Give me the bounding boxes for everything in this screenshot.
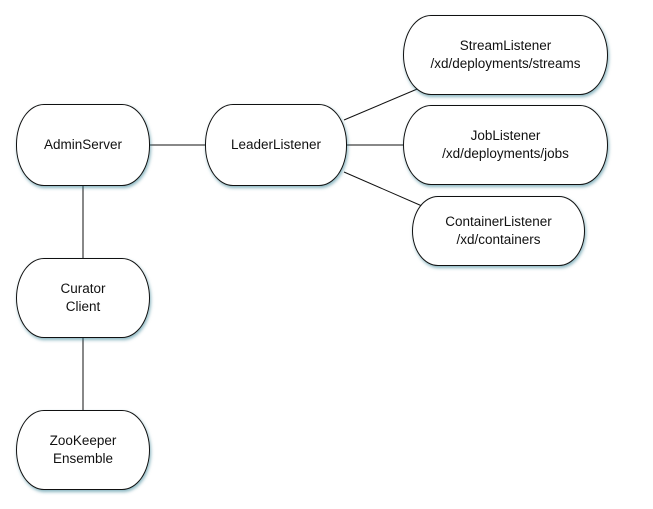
node-path: /xd/deployments/streams	[430, 56, 581, 71]
node-path: /xd/containers	[456, 232, 541, 247]
edge-leader-stream	[343, 86, 423, 121]
node-curator-client: Curator Client	[16, 258, 150, 338]
node-label-2: Client	[65, 299, 101, 314]
node-label-2: Ensemble	[52, 451, 114, 466]
node-label: AdminServer	[43, 137, 123, 152]
node-path: /xd/deployments/jobs	[442, 146, 569, 161]
node-container-listener: ContainerListener /xd/containers	[412, 196, 585, 266]
node-label: Curator	[60, 281, 106, 296]
node-job-listener: JobListener /xd/deployments/jobs	[403, 105, 608, 185]
node-label: StreamListener	[459, 38, 552, 53]
node-label: JobListener	[470, 128, 541, 143]
node-stream-listener: StreamListener /xd/deployments/streams	[403, 15, 608, 95]
node-admin-server: AdminServer	[16, 104, 150, 186]
edge-leader-container	[343, 171, 423, 207]
node-zookeeper-ensemble: ZooKeeper Ensemble	[16, 410, 150, 490]
node-leader-listener: LeaderListener	[205, 104, 347, 186]
node-label: LeaderListener	[230, 137, 322, 152]
node-label: ContainerListener	[445, 214, 552, 229]
node-label: ZooKeeper	[49, 433, 117, 448]
